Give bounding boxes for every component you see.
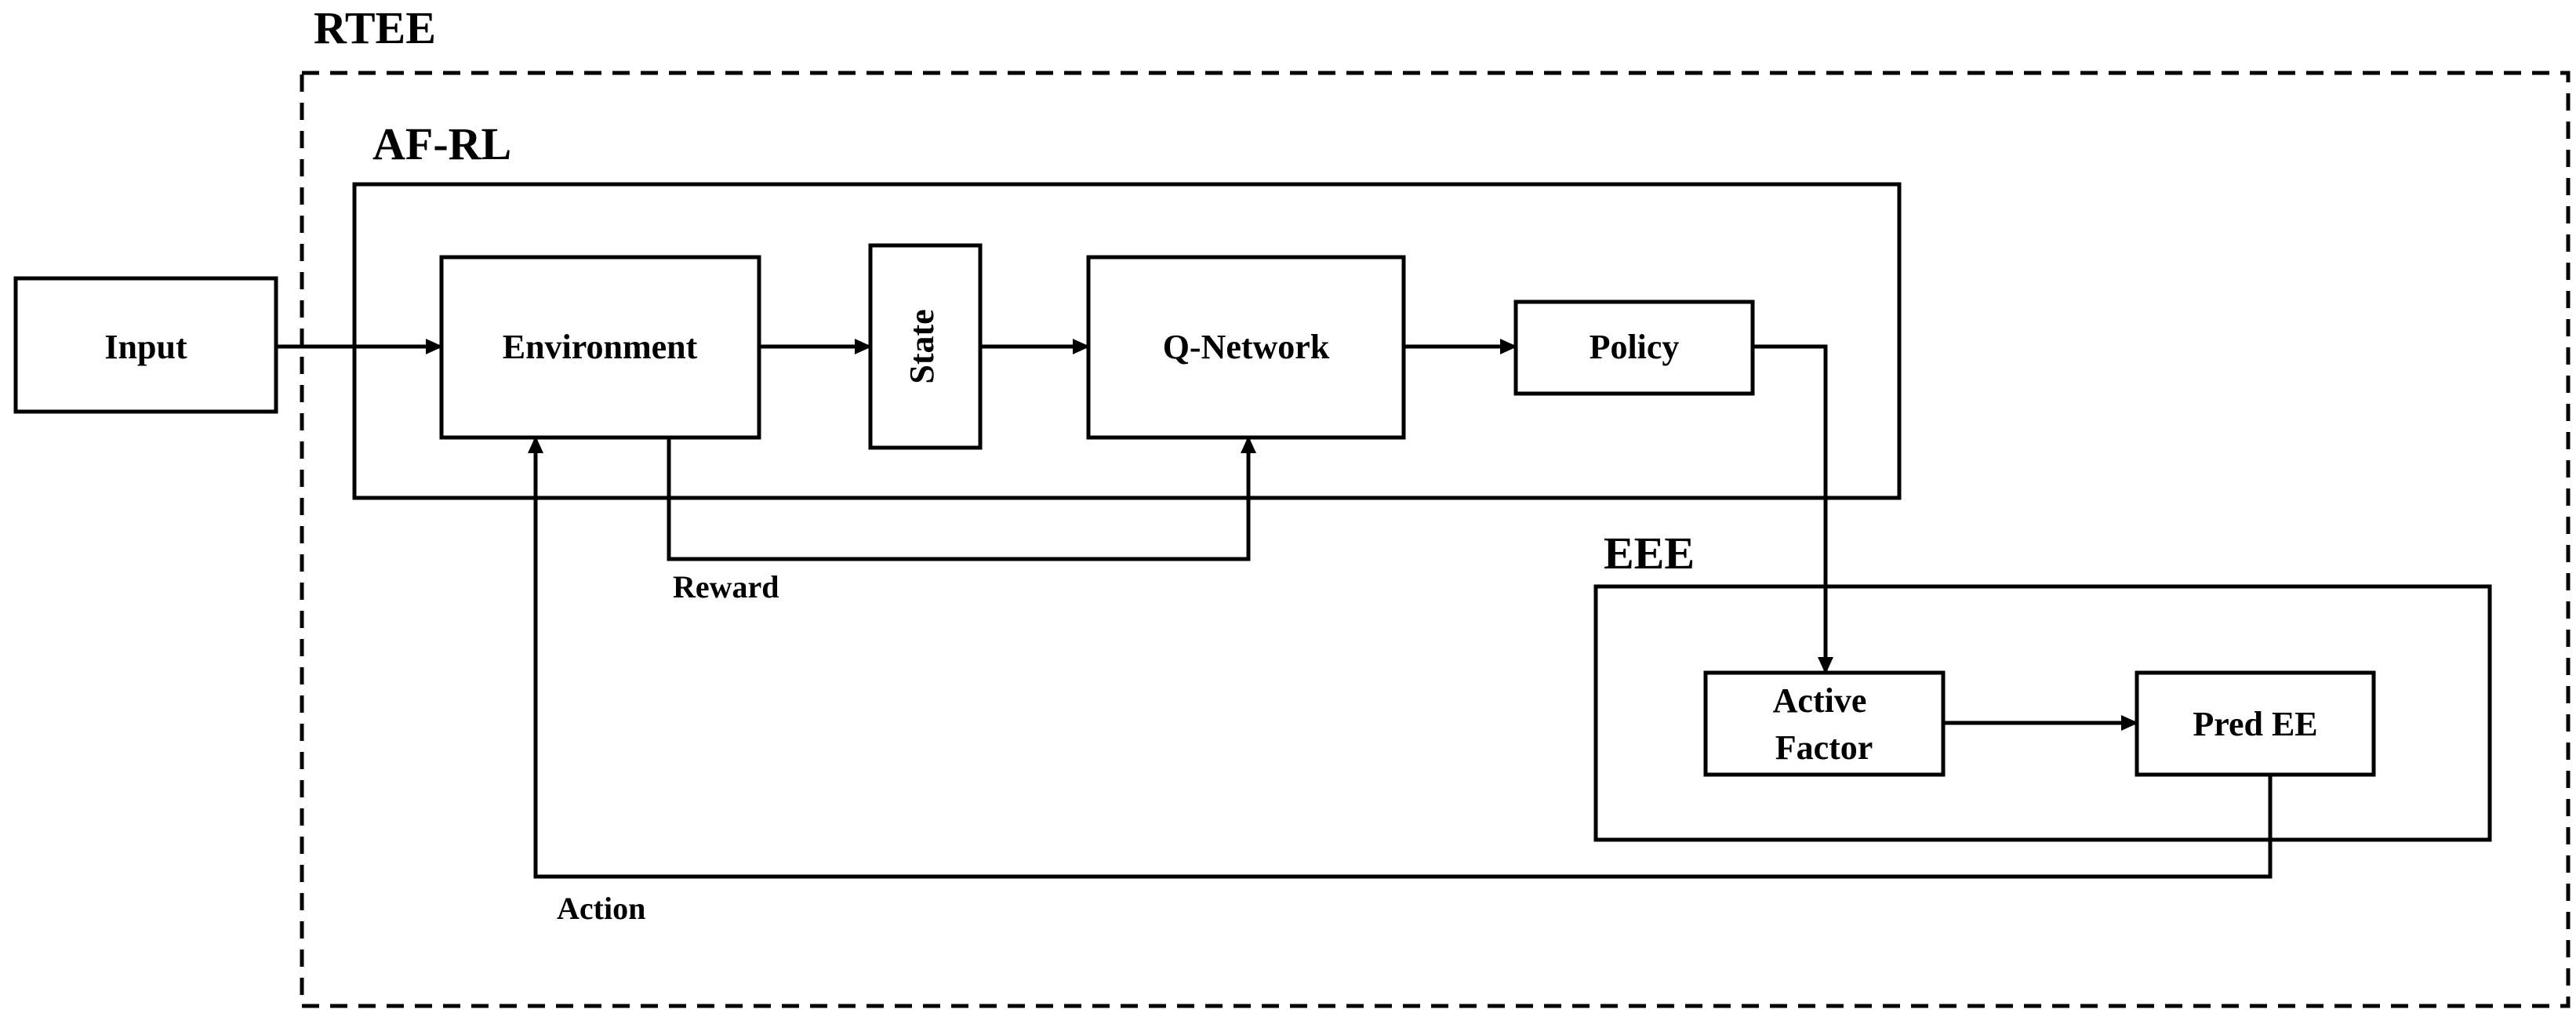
rtee-title: RTEE <box>314 2 436 53</box>
qnetwork-label: Q-Network <box>1163 328 1330 366</box>
eee-title: EEE <box>1604 528 1695 579</box>
active-factor-label: Active Factor <box>1773 681 1876 767</box>
qnetwork-node <box>1086 255 1406 440</box>
eee-group-box <box>1593 584 2492 842</box>
reward-label: Reward <box>673 569 779 605</box>
afrl-title: AF-RL <box>372 118 511 169</box>
active-factor-line2: Factor <box>1775 728 1873 767</box>
action-label: Action <box>557 891 645 926</box>
edge-reward <box>667 436 1256 561</box>
state-label: State <box>903 309 941 383</box>
input-label: Input <box>104 328 187 366</box>
environment-label: Environment <box>503 328 698 366</box>
policy-label: Policy <box>1590 328 1680 366</box>
active-factor-line1: Active <box>1773 681 1867 720</box>
edge-action <box>528 436 2273 879</box>
rtee-boundary <box>300 71 2571 1008</box>
state-node <box>868 243 983 450</box>
active-factor-node <box>1703 670 1946 777</box>
edge-policy-active-factor <box>1753 344 1833 674</box>
afrl-group-box <box>352 182 1902 500</box>
pred-ee-label: Pred EE <box>2193 705 2317 743</box>
